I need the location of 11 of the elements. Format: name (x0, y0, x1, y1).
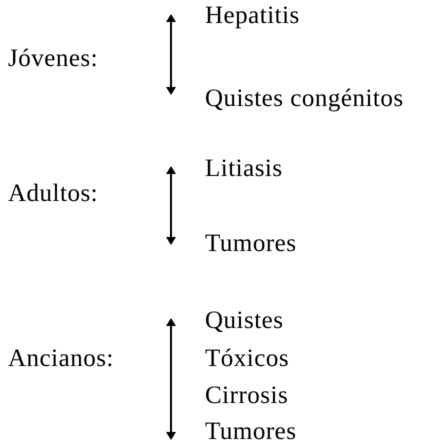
term-label: Tumores (205, 418, 296, 446)
term-label: Tumores (205, 230, 296, 258)
term-label: Tóxicos (205, 345, 290, 373)
term-label: Quistes (205, 307, 284, 335)
group-label: Adultos: (8, 180, 98, 208)
term-label: Cirrosis (205, 382, 288, 410)
group-label: Jóvenes: (8, 45, 98, 73)
term-label: Litiasis (205, 155, 283, 183)
term-label: Quistes congénitos (205, 85, 404, 113)
term-label: Hepatitis (205, 2, 300, 30)
group-label: Ancianos: (8, 345, 114, 373)
